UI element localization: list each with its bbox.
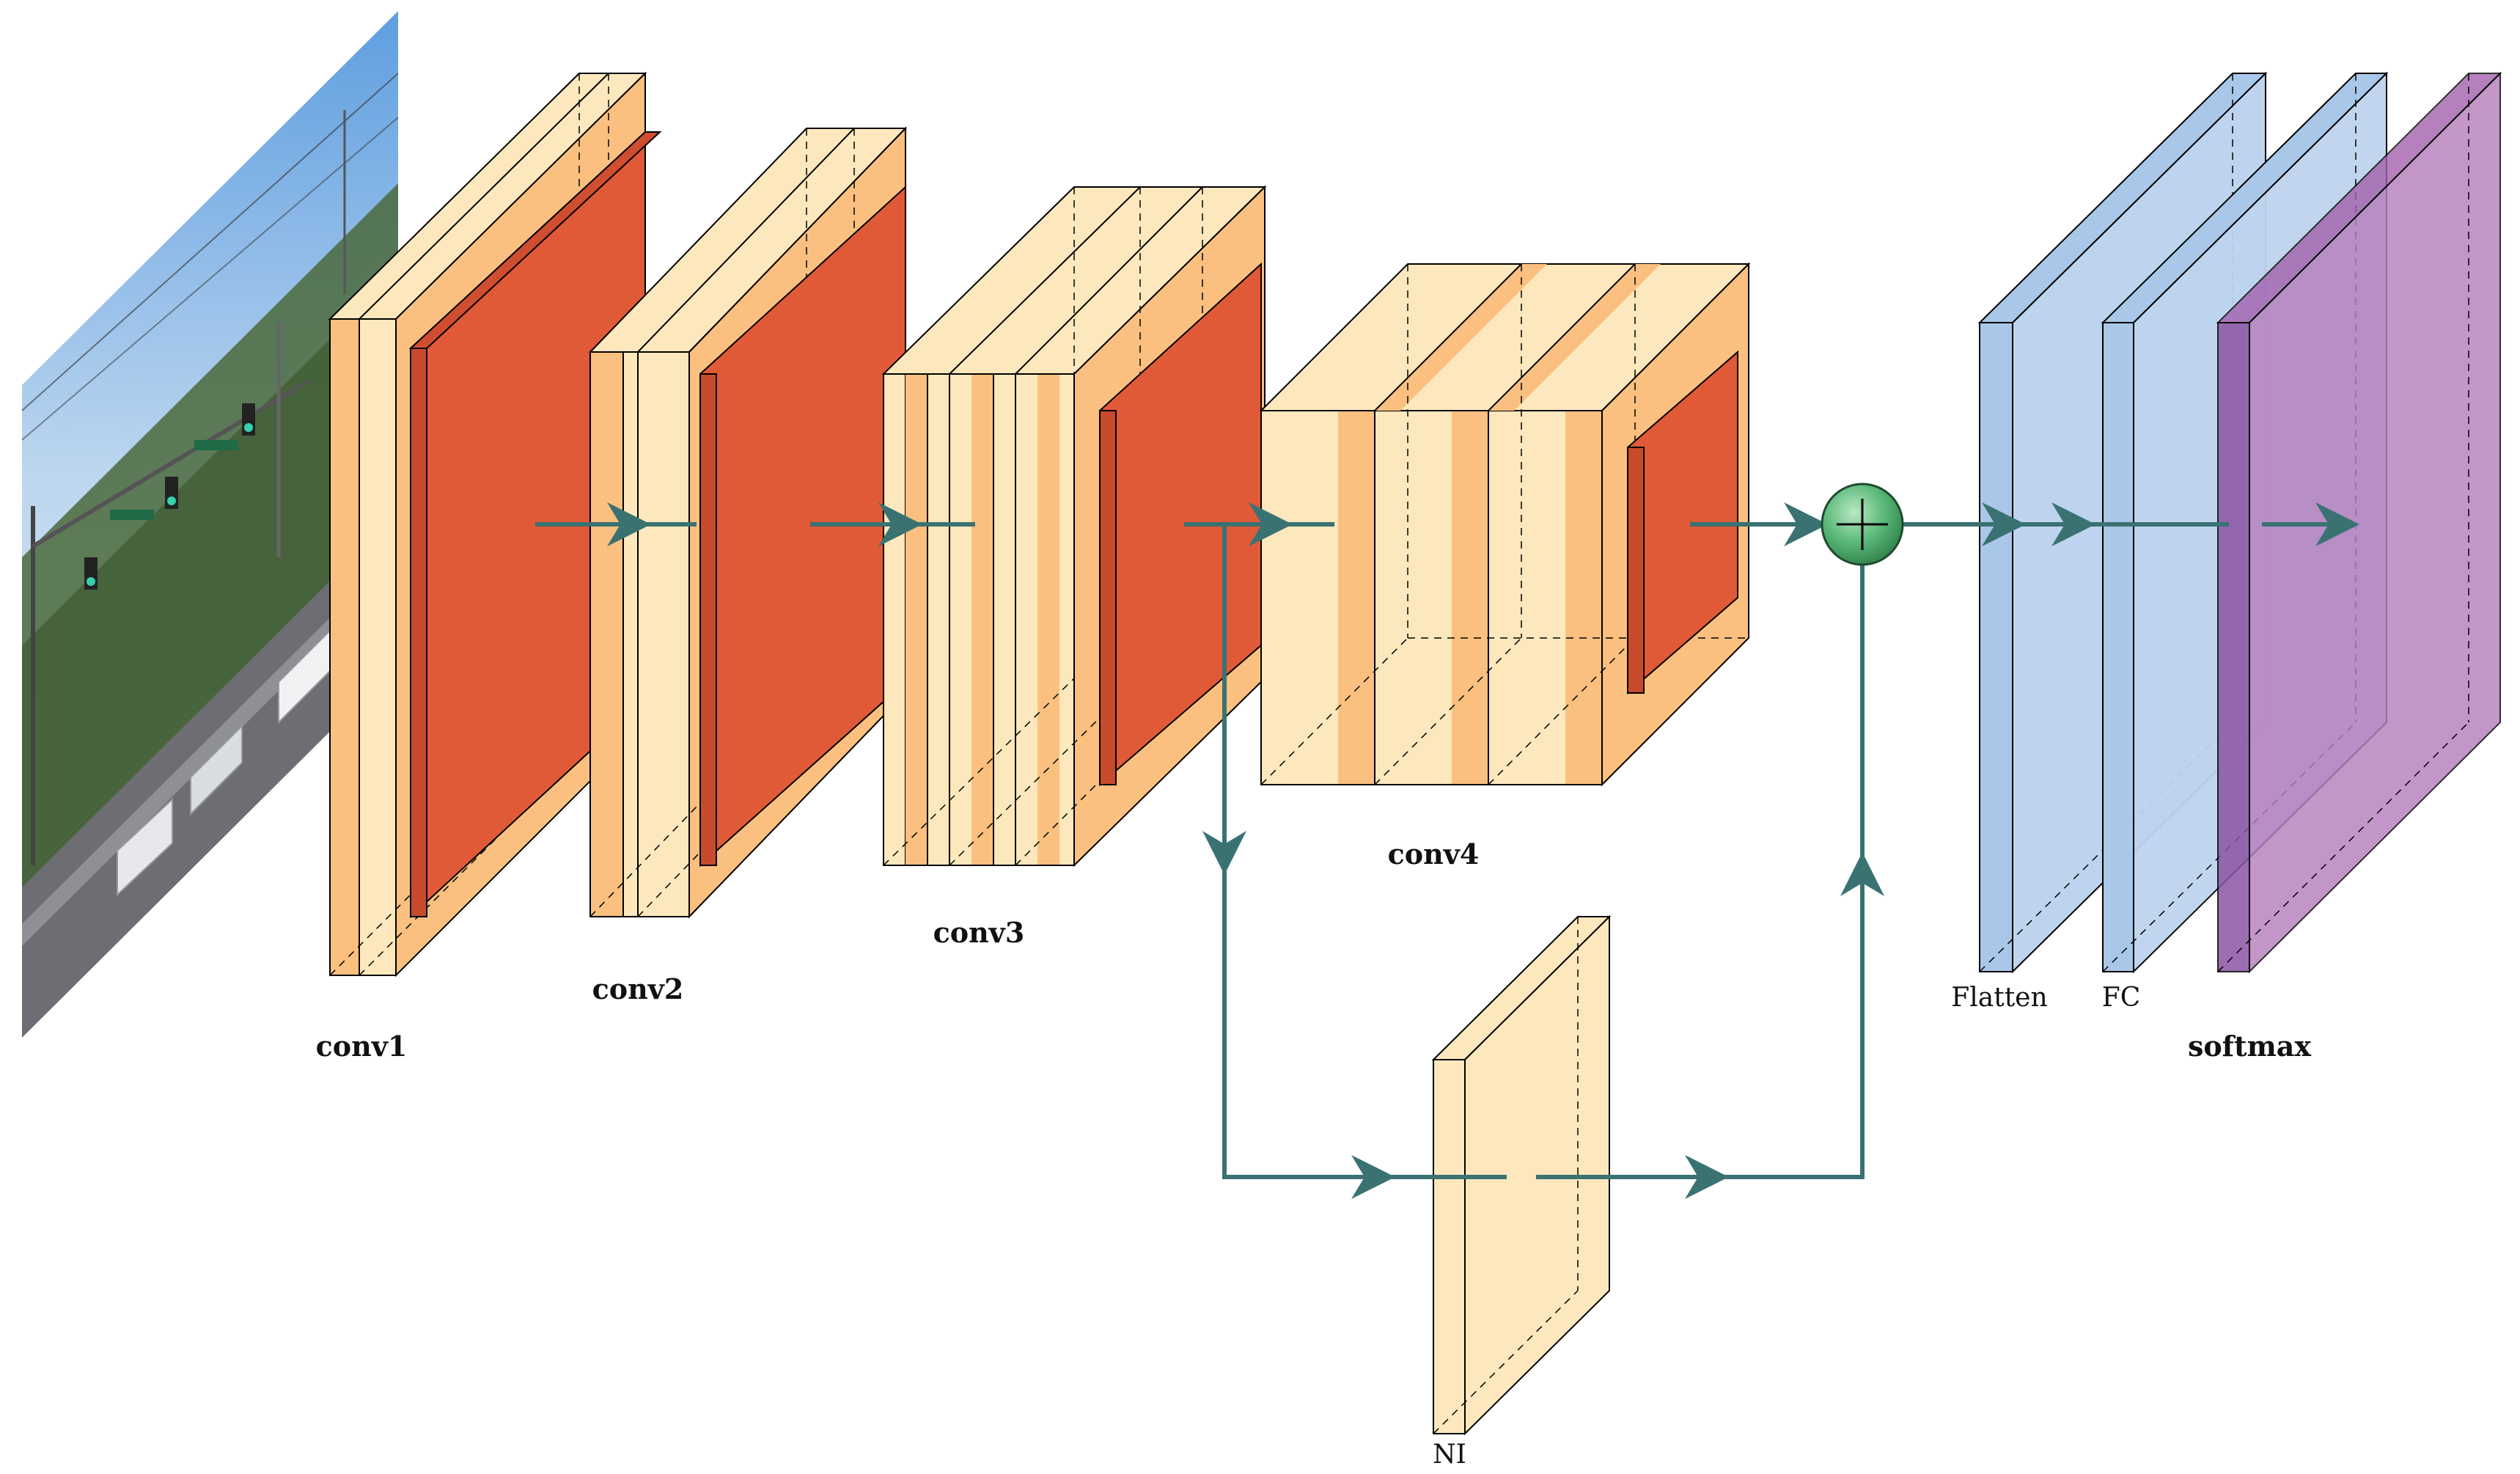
pool3-block bbox=[1099, 262, 1262, 787]
sum-node bbox=[1821, 483, 1904, 566]
arrow-branch-to-ni bbox=[1222, 862, 1395, 1199]
label-conv3: conv3 bbox=[933, 916, 1025, 949]
label-conv4: conv4 bbox=[1388, 837, 1480, 870]
label-conv2: conv2 bbox=[592, 972, 684, 1005]
pool4-block bbox=[1627, 350, 1738, 695]
label-conv1: conv1 bbox=[316, 1030, 408, 1063]
input-image bbox=[21, 11, 399, 1038]
connection-arrows bbox=[535, 502, 2359, 1199]
label-ni: NI bbox=[1433, 1440, 1466, 1470]
pool2-block bbox=[699, 185, 906, 868]
pool1-block bbox=[408, 130, 662, 919]
label-flatten: Flatten bbox=[1951, 983, 2047, 1013]
label-softmax: softmax bbox=[2188, 1030, 2311, 1063]
arrow-ni-to-sum-up bbox=[1701, 852, 1884, 1179]
softmax-block bbox=[2216, 71, 2502, 974]
label-fc: FC bbox=[2102, 983, 2141, 1013]
